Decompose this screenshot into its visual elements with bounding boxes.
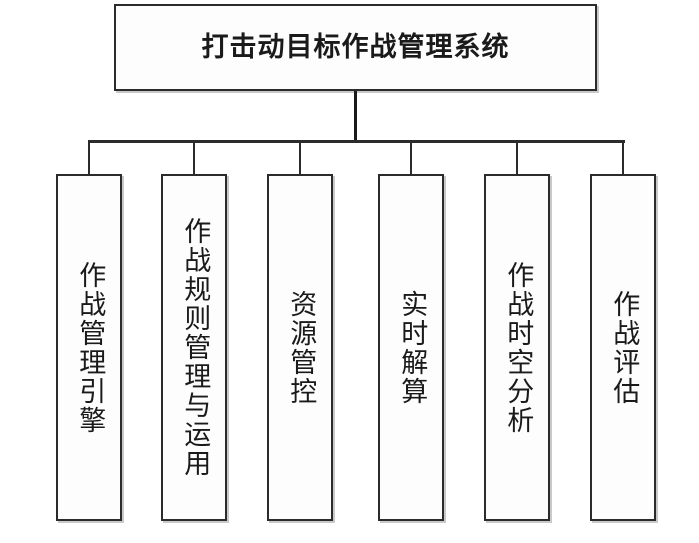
leaf-node-4[interactable]: 实时解算 (378, 174, 444, 521)
leaf-node-1[interactable]: 作战管理引擎 (56, 174, 122, 521)
root-node[interactable]: 打击动目标作战管理系统 (114, 4, 597, 91)
leaf-node-3-label: 资源管控 (285, 289, 317, 406)
connector-drop-3 (299, 140, 301, 175)
leaf-node-2-label: 作战规则管理与运用 (179, 217, 211, 478)
connector-bus (89, 140, 625, 143)
leaf-node-1-label: 作战管理引擎 (74, 260, 106, 435)
connector-drop-1 (88, 140, 90, 175)
leaf-node-5[interactable]: 作战时空分析 (484, 174, 550, 521)
leaf-node-2[interactable]: 作战规则管理与运用 (161, 174, 227, 521)
connector-drop-6 (622, 140, 624, 175)
leaf-node-3[interactable]: 资源管控 (267, 174, 333, 521)
root-node-label: 打击动目标作战管理系统 (201, 32, 510, 63)
connector-trunk (354, 91, 357, 142)
leaf-node-4-label: 实时解算 (396, 289, 428, 406)
leaf-node-6-label: 作战评估 (608, 289, 640, 406)
connector-drop-2 (193, 140, 195, 175)
connector-drop-4 (410, 140, 412, 175)
leaf-node-5-label: 作战时空分析 (502, 260, 534, 435)
connector-drop-5 (516, 140, 518, 175)
leaf-node-6[interactable]: 作战评估 (590, 174, 656, 521)
